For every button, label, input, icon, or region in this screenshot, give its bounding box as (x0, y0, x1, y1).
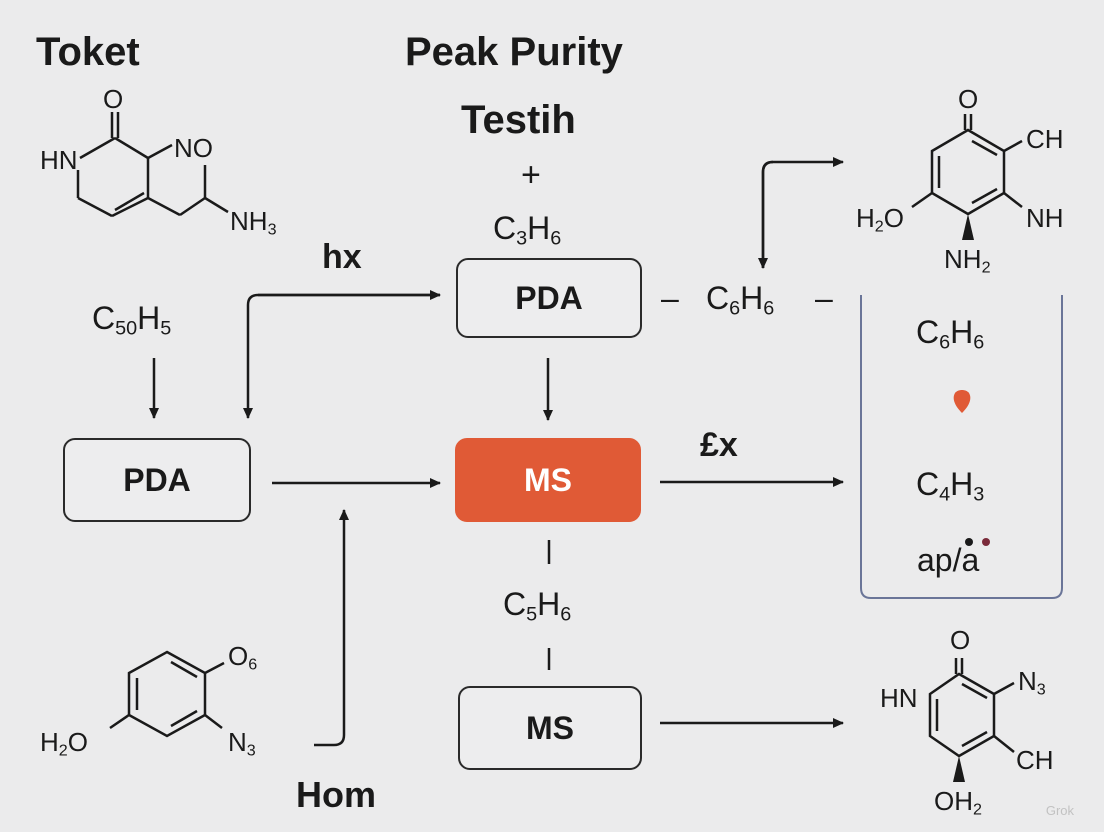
mol-br-ch: CH (1016, 745, 1054, 775)
wedge-bond-bottom-right (953, 756, 965, 782)
mol-tr-nh: NH (1026, 203, 1064, 233)
mol-tl-o: O (103, 84, 124, 114)
ms-box-center[interactable]: MS (455, 438, 641, 522)
right-panel-bracket (860, 295, 1063, 599)
dash-left: – (661, 280, 679, 316)
mol-tr-o: O (958, 84, 979, 114)
formula-c6h6-mid: C6H6 (706, 280, 775, 320)
label-toket: Toket (36, 30, 140, 74)
mol-bl-o6: O6 (228, 641, 258, 674)
mol-bl-h2o: H2O (40, 727, 88, 760)
molecule-top-right-structure (911, 114, 1023, 216)
mol-tl-nh3: NH3 (230, 206, 277, 239)
ms-box-bottom[interactable]: MS (458, 686, 642, 770)
dash-right: – (815, 280, 833, 316)
mol-tr-ch: CH (1026, 124, 1064, 154)
formula-c5h6: C5H6 (503, 586, 572, 626)
drop-marker-icon (953, 390, 971, 413)
formula-c50h5: C50H5 (92, 300, 172, 340)
watermark: Grok (1045, 803, 1074, 818)
label-ap-a: ap/a (917, 542, 980, 578)
formula-c6h6-panel: C6H6 (916, 314, 985, 354)
label-ex: £x (700, 426, 738, 464)
mol-bl-n3: N3 (228, 727, 256, 760)
molecule-top-left-structure (76, 112, 229, 218)
mol-br-hn: HN (880, 683, 918, 713)
formula-c4h3-panel: C4H3 (916, 466, 985, 506)
dot-maroon-icon (982, 538, 990, 546)
mol-tl-no: NO (174, 133, 213, 163)
arrow-loop-top-right-down (758, 160, 774, 269)
formula-c3h6: C3H6 (493, 210, 562, 250)
molecule-bottom-right-structure (928, 658, 1015, 758)
label-hom: Hom (296, 774, 376, 815)
dot-black-icon (965, 538, 973, 546)
label-hx: hx (322, 238, 362, 276)
mol-br-o: O (950, 625, 971, 655)
page-title-line2: Testih (461, 98, 576, 142)
mol-br-n3: N3 (1018, 666, 1046, 699)
mol-tl-hn: HN (40, 145, 78, 175)
pda-box-top[interactable]: PDA (456, 258, 642, 338)
mol-tr-h2o: H2O (856, 203, 904, 236)
arrow-loop-top-right (761, 157, 844, 268)
mol-tr-nh2: NH2 (944, 244, 991, 277)
page-title-line1: Peak Purity (405, 30, 623, 74)
pda-box-left[interactable]: PDA (63, 438, 251, 522)
molecule-bottom-left-structure (109, 650, 225, 738)
plus-sign: + (521, 156, 541, 194)
wedge-bond-top-right (962, 214, 974, 240)
arrow-hom-up (314, 509, 349, 747)
arrow-loop-hx (243, 293, 440, 419)
mol-br-oh2: OH2 (934, 786, 982, 819)
